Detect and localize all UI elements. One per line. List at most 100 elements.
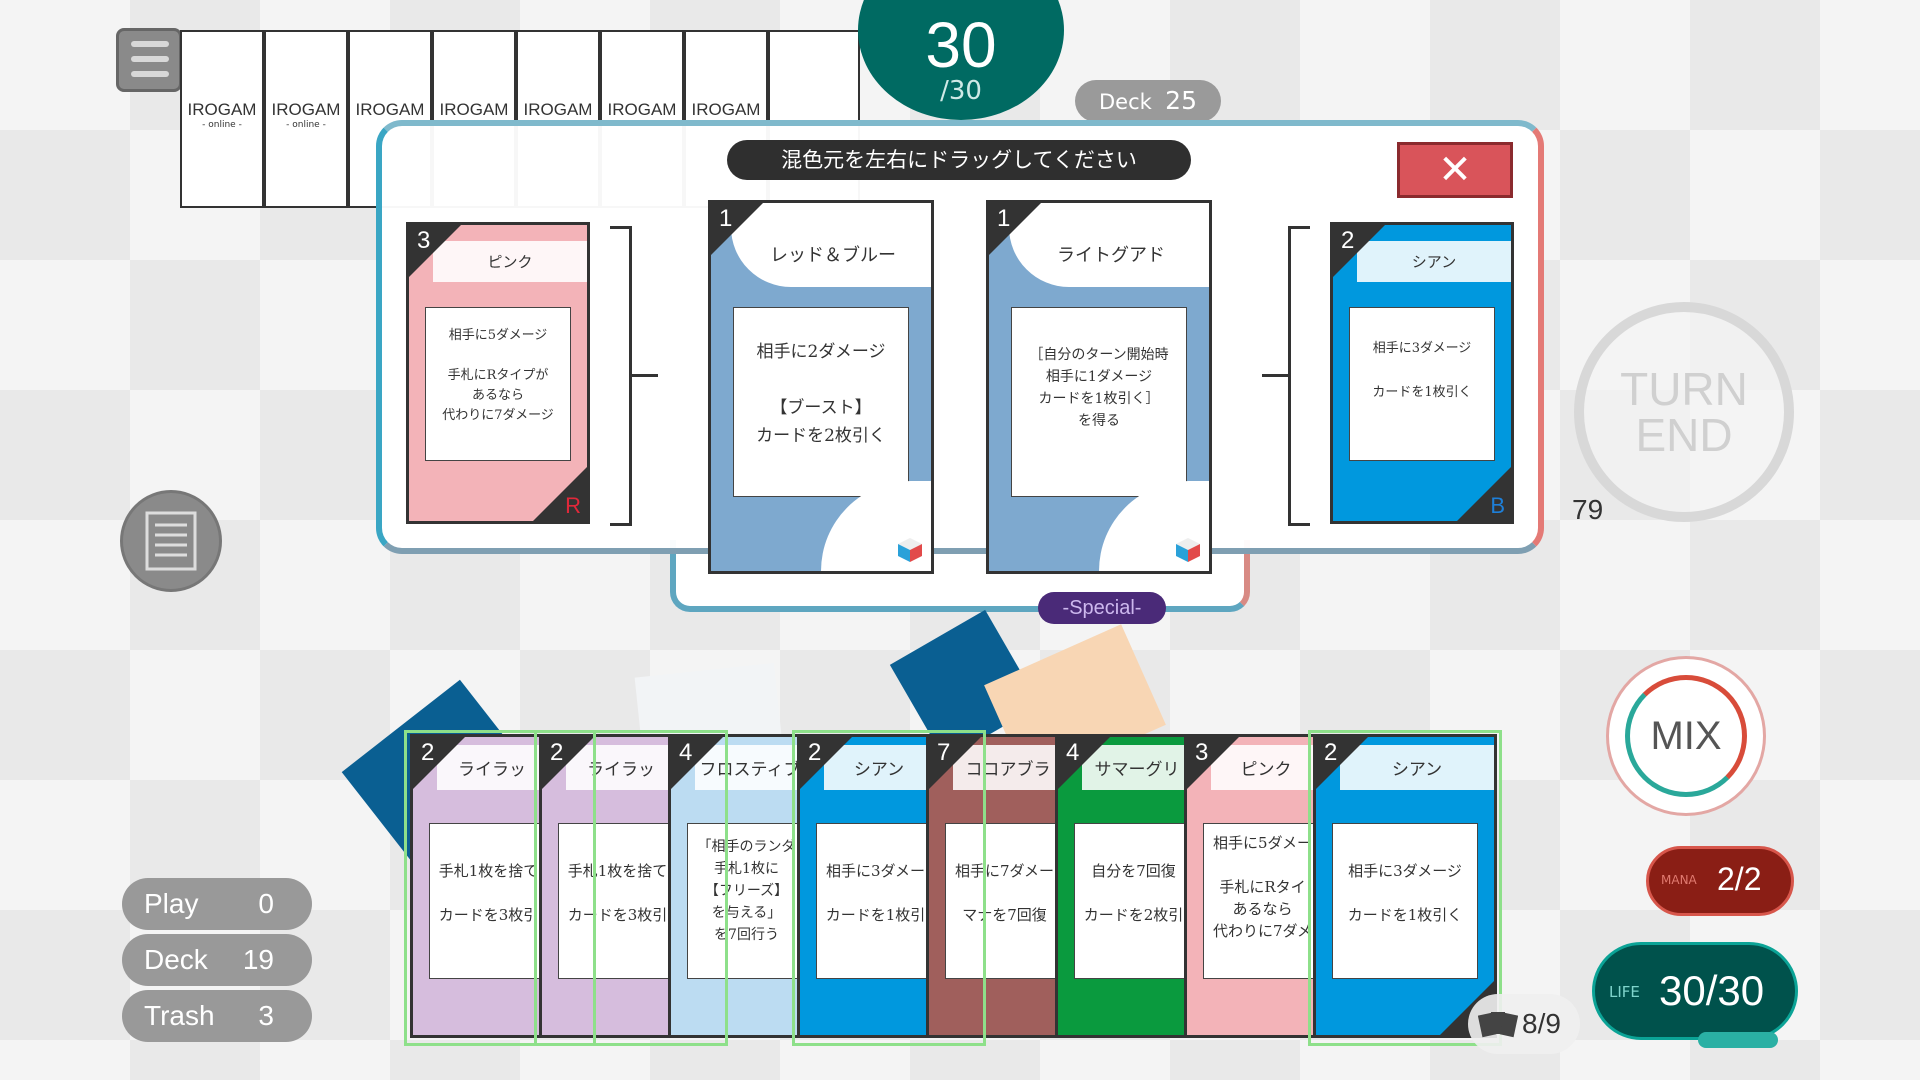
left-slot-connector xyxy=(632,374,658,377)
mix-result-card-red-blue[interactable]: レッド＆ブルー 1 相手に2ダメージ 【ブースト】 カードを2枚引く xyxy=(708,200,934,574)
opponent-deck-badge: Deck 25 xyxy=(1075,80,1221,122)
hand-card-lilac[interactable]: ライラッ 2 手札1枚を捨て カードを3枚引 xyxy=(410,734,550,1038)
card-type-corner xyxy=(1457,467,1511,521)
card-cost: 3 xyxy=(417,227,431,254)
opponent-life-display: 30 /30 xyxy=(858,0,1064,120)
card-name: ライトグアド xyxy=(1057,245,1165,266)
card-cost: 4 xyxy=(1066,739,1080,766)
mix-button[interactable]: MIX xyxy=(1606,656,1766,816)
mana-label: MANA xyxy=(1661,873,1697,887)
card-cost-corner xyxy=(409,225,461,277)
card-cost-corner xyxy=(1058,737,1110,789)
hand-card-frosty[interactable]: フロスティブ 4 「相手のランダ 手札1枚に 【フリーズ】 を与える」 を7回行… xyxy=(668,734,808,1038)
card-cost: 3 xyxy=(1195,739,1209,766)
card-back-sub: - online - xyxy=(202,120,242,130)
opponent-life-max: /30 xyxy=(940,76,982,106)
card-back-title: IROGAM xyxy=(271,100,341,119)
hand-card-cyan[interactable]: シアン 2 相手に3ダメー カードを1枚引 xyxy=(797,734,937,1038)
card-cost-corner xyxy=(989,203,1041,255)
card-text: 相手に3ダメー カードを1枚引 xyxy=(816,823,934,979)
close-button[interactable]: ✕ xyxy=(1397,142,1513,198)
hand-card-cyan[interactable]: シアン 2 相手に3ダメージ カードを1枚引く xyxy=(1313,734,1497,1038)
trash-label: Trash xyxy=(144,1000,215,1031)
cards-icon xyxy=(1478,1012,1518,1038)
menu-icon xyxy=(131,41,169,47)
mix-instruction: 混色元を左右にドラッグしてください xyxy=(727,140,1191,180)
cube-icon xyxy=(898,538,922,562)
card-cost: 1 xyxy=(997,205,1011,232)
card-cost: 2 xyxy=(550,739,564,766)
life-label: LIFE xyxy=(1609,983,1640,1001)
card-text: ［自分のターン開始時 相手に1ダメージ カードを1枚引く］ を得る xyxy=(1011,307,1187,497)
opponent-hand-card: IROGAM- online - xyxy=(180,30,264,208)
menu-icon-bar xyxy=(131,71,169,77)
card-cost-corner xyxy=(1316,737,1368,789)
play-count: 0 xyxy=(258,888,274,919)
card-cost-corner xyxy=(1333,225,1385,277)
deck-count: 19 xyxy=(242,944,274,975)
card-cost-corner xyxy=(1187,737,1239,789)
card-back-title: IROGAM xyxy=(439,100,509,119)
card-cost: 4 xyxy=(679,739,693,766)
turn-end-button[interactable]: TURN END xyxy=(1574,302,1794,522)
card-type-letter: R xyxy=(565,493,581,518)
hand-card-summer[interactable]: サマーグリ 4 自分を7回復 カードを2枚引 xyxy=(1055,734,1195,1038)
trash-count: 3 xyxy=(258,1000,274,1031)
card-back-title: IROGAM xyxy=(187,100,257,119)
turn-end-line1: TURN xyxy=(1620,363,1748,415)
card-text: 相手に5ダメー 手札にRタイ あるなら 代わりに7ダメ xyxy=(1203,823,1321,979)
mana-display: MANA 2/2 xyxy=(1646,846,1794,916)
mix-label: MIX xyxy=(1625,675,1747,797)
card-text: 相手に5ダメージ 手札にRタイプが あるなら 代わりに7ダメージ xyxy=(425,307,571,461)
hand-count-badge: 8/9 xyxy=(1468,994,1580,1054)
deck-counter[interactable]: Deck 19 xyxy=(122,934,312,986)
trash-counter[interactable]: Trash 3 xyxy=(122,990,312,1042)
special-badge: -Special- xyxy=(1038,592,1166,624)
card-back-title: IROGAM xyxy=(691,100,761,119)
mix-source-card-left[interactable]: ピンク 3 相手に5ダメージ 手札にRタイプが あるなら 代わりに7ダメージ R xyxy=(406,222,590,524)
playable-highlight xyxy=(1308,730,1502,1046)
mana-value: 2/2 xyxy=(1717,861,1762,897)
card-cost: 1 xyxy=(719,205,733,232)
playable-highlight xyxy=(792,730,986,1046)
playable-highlight xyxy=(534,730,728,1046)
hand-card-pink[interactable]: ピンク 3 相手に5ダメー 手札にRタイ あるなら 代わりに7ダメ xyxy=(1184,734,1324,1038)
card-cost: 7 xyxy=(937,739,951,766)
turn-timer: 79 xyxy=(1572,494,1604,525)
mix-result-card-light-guard[interactable]: ライトグアド 1 ［自分のターン開始時 相手に1ダメージ カードを1枚引く］ を… xyxy=(986,200,1212,574)
card-text: 相手に7ダメー マナを7回復 xyxy=(945,823,1063,979)
life-bar xyxy=(1698,1032,1778,1048)
card-cost-corner xyxy=(800,737,852,789)
opponent-hand-card: IROGAM- online - xyxy=(264,30,348,208)
card-cost: 2 xyxy=(1324,739,1338,766)
cube-icon xyxy=(1176,538,1200,562)
card-text: 相手に3ダメージ カードを1枚引く xyxy=(1332,823,1478,979)
card-back-title: IROGAM xyxy=(607,100,677,119)
right-slot-connector xyxy=(1262,374,1288,377)
card-text: 自分を7回復 カードを2枚引 xyxy=(1074,823,1192,979)
right-slot-bracket xyxy=(1288,226,1310,526)
deck-label: Deck xyxy=(144,944,208,975)
card-back-title: IROGAM xyxy=(523,100,593,119)
hand-card-cocoa[interactable]: ココアブラ 7 相手に7ダメー マナを7回復 xyxy=(926,734,1066,1038)
left-slot-bracket xyxy=(610,226,632,526)
opponent-deck-label: Deck xyxy=(1099,90,1152,114)
turn-end-line2: END xyxy=(1635,409,1733,461)
hand-card-lilac[interactable]: ライラッ 2 手札1枚を捨て カードを3枚引 xyxy=(539,734,679,1038)
menu-button[interactable] xyxy=(116,28,182,92)
card-text: 手札1枚を捨て カードを3枚引 xyxy=(558,823,676,979)
card-cost: 2 xyxy=(808,739,822,766)
log-button[interactable] xyxy=(120,490,222,592)
opponent-life-value: 30 xyxy=(925,9,997,81)
mix-source-card-right[interactable]: シアン 2 相手に3ダメージ カードを1枚引く B xyxy=(1330,222,1514,524)
playable-highlight xyxy=(404,730,596,1046)
play-label: Play xyxy=(144,888,199,919)
card-text: 手札1枚を捨て カードを3枚引 xyxy=(429,823,547,979)
card-cost-corner xyxy=(711,203,763,255)
menu-icon-bar xyxy=(131,56,169,62)
card-back-title: IROGAM xyxy=(355,100,425,119)
card-name: レッド＆ブルー xyxy=(770,245,896,266)
hand-count: 8/9 xyxy=(1522,1008,1561,1039)
opponent-deck-count: 25 xyxy=(1165,86,1197,115)
card-cost: 2 xyxy=(1341,227,1355,254)
